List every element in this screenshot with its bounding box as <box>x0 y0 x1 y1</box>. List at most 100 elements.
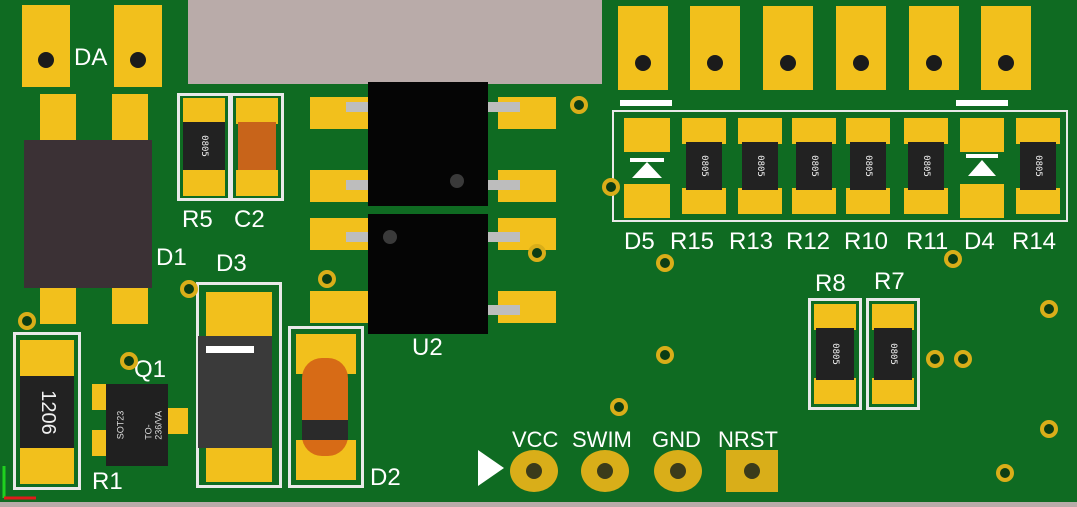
pin-label-swim: SWIM <box>572 427 632 452</box>
r8-pad-2 <box>814 378 856 404</box>
via <box>18 312 36 330</box>
r1206-outline <box>13 332 81 490</box>
label-da: DA <box>74 44 108 71</box>
label-r1: R1 <box>92 468 123 495</box>
via <box>926 350 944 368</box>
header-pad-4 <box>836 6 886 90</box>
label-r11: R11 <box>906 228 949 255</box>
r1206-chip: 1206 <box>20 376 74 448</box>
r8-pad-1 <box>814 304 856 330</box>
r13-chip: 0805 <box>742 142 778 190</box>
r7-chip: 0805 <box>874 328 912 380</box>
r13-marking: 0805 <box>755 155 765 177</box>
header-hole-5 <box>926 55 942 71</box>
ic1-lead-l1 <box>346 102 370 112</box>
via <box>120 352 138 370</box>
q1-pad-3 <box>164 408 188 434</box>
r5-pad-2 <box>183 170 225 196</box>
d5-symbol <box>626 154 668 184</box>
r11-pad-1 <box>904 118 948 144</box>
header-pad-2 <box>690 6 740 90</box>
r12-pad-1 <box>792 118 836 144</box>
r8-chip: 0805 <box>816 328 854 380</box>
via <box>996 464 1014 482</box>
via <box>954 350 972 368</box>
header-hole-4 <box>853 55 869 71</box>
r15-marking: 0805 <box>699 155 709 177</box>
q1-marking-2: TO-236/VA <box>143 410 164 440</box>
label-r5: R5 <box>182 206 213 233</box>
r1206-pad-1 <box>20 340 74 380</box>
r11-pad-2 <box>904 188 948 214</box>
header-hole-3 <box>780 55 796 71</box>
r10-pad-1 <box>846 118 890 144</box>
conn-hole-gnd <box>670 463 686 479</box>
label-d5: D5 <box>624 228 655 255</box>
u2-pin1-dot <box>383 230 397 244</box>
label-d4: D4 <box>964 228 995 255</box>
r11-marking: 0805 <box>921 155 931 177</box>
r14-marking: 0805 <box>1033 155 1043 177</box>
label-r14: R14 <box>1012 228 1057 255</box>
label-r13: R13 <box>729 228 774 255</box>
r12-pad-2 <box>792 188 836 214</box>
u2-pad-l2 <box>310 291 368 323</box>
label-d3: D3 <box>216 250 247 277</box>
label-r10: R10 <box>844 228 889 255</box>
d3-cathode-band <box>206 346 254 353</box>
header-hole-6 <box>998 55 1014 71</box>
u2-lead-r2 <box>486 305 520 315</box>
r15-pad-1 <box>682 118 726 144</box>
c2-outline <box>230 93 284 201</box>
via <box>610 398 628 416</box>
via <box>528 244 546 262</box>
r14-chip: 0805 <box>1020 142 1056 190</box>
r11-chip: 0805 <box>908 142 944 190</box>
via <box>1040 300 1058 318</box>
d1-top-pad-1 <box>40 94 76 142</box>
r15-pad-2 <box>682 188 726 214</box>
via <box>602 178 620 196</box>
u2-lead-l1 <box>346 232 370 242</box>
d2-body <box>302 358 348 456</box>
r1206-marking: 1206 <box>36 389 59 435</box>
d4-diode-icon <box>966 154 998 176</box>
row-outline <box>612 110 1068 222</box>
conn-hole-vcc <box>526 463 542 479</box>
pin-label-nrst: NRST <box>718 427 778 452</box>
label-r12: R12 <box>786 228 831 255</box>
da-pad-2 <box>114 5 162 87</box>
q1-body: SOT23 TO-236/VA <box>106 384 168 466</box>
c2-body <box>238 122 276 170</box>
pin1-arrow-icon <box>478 450 504 486</box>
r15-chip: 0805 <box>686 142 722 190</box>
header-pad-5 <box>909 6 959 90</box>
label-r7: R7 <box>874 268 905 295</box>
d4-symbol <box>962 150 1002 184</box>
axis-gizmo-icon <box>0 462 40 502</box>
conn-hole-swim <box>597 463 613 479</box>
header-pad-3 <box>763 6 813 90</box>
via <box>1040 420 1058 438</box>
via <box>656 254 674 272</box>
d4-marker <box>956 100 1008 106</box>
d1-body <box>24 140 152 288</box>
ic1-lead-l2 <box>346 180 370 190</box>
via <box>656 346 674 364</box>
r7-pad-2 <box>872 378 914 404</box>
label-r8: R8 <box>815 270 846 297</box>
d1-bot-pad-2 <box>112 288 148 324</box>
via <box>318 270 336 288</box>
ic1-lead-r2 <box>486 180 520 190</box>
d5-marker <box>620 100 672 106</box>
label-c2: C2 <box>234 206 265 233</box>
r14-pad-2 <box>1016 188 1060 214</box>
r13-pad-1 <box>738 118 782 144</box>
via <box>180 280 198 298</box>
pin-label-vcc: VCC <box>512 427 559 452</box>
d5-pad-1 <box>624 118 670 152</box>
label-q1: Q1 <box>134 356 167 383</box>
d3-outline <box>196 282 282 488</box>
q1-marking-1: SOT23 <box>115 410 126 440</box>
r10-pad-2 <box>846 188 890 214</box>
